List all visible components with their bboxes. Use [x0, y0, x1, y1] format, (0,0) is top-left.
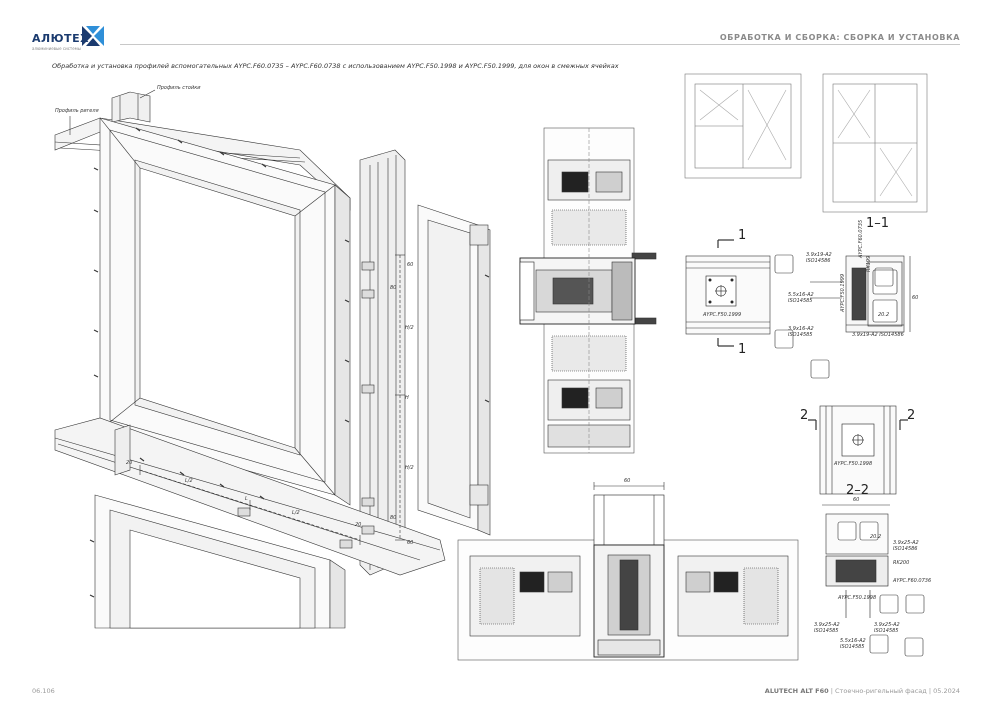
section-2-detail — [808, 405, 908, 495]
part-f50-1999-b: AYPC.F50.1999 — [840, 273, 846, 312]
screw-h: 5.5x16-A2 ISO14585 — [840, 638, 866, 650]
dim-20-a: 20 — [126, 460, 133, 466]
section-2-title: 2–2 — [846, 483, 870, 498]
part-rk200: RK200 — [893, 560, 910, 566]
dim-l-half-right: L/2 — [292, 510, 300, 516]
screw-b: 5.5x16-A2 ISO14585 — [788, 292, 814, 304]
screw-d: 3.9x19-A2 ISO14586 — [852, 332, 904, 338]
part-rk199: RK199 — [866, 255, 872, 272]
section-2-mark-left: 2 — [800, 408, 809, 423]
part-f50-1998-b: AYPC.F50.1998 — [838, 595, 877, 601]
footer-sep: | — [830, 687, 833, 695]
dim-60-s2: 60 — [853, 497, 860, 503]
dim-20-2-s1: 20.2 — [878, 312, 890, 318]
dim-20-2-s2: 20.2 — [870, 534, 882, 540]
header-divider — [120, 44, 960, 45]
section-1-mark-top: 1 — [738, 228, 747, 243]
section-2-cross — [822, 504, 925, 657]
dim-20-b: 20 — [355, 522, 362, 528]
footer-brand: ALUTECH ALT F60 — [764, 687, 829, 695]
section-title: ОБРАБОТКА И СБОРКА: СБОРКА И УСТАНОВКА — [719, 33, 960, 42]
part-f60-0735: AYPC.F60.0735 — [858, 219, 864, 258]
footer-date: 05.2024 — [933, 687, 960, 695]
screw-e: 3.9x25-A2 ISO14586 — [893, 540, 919, 552]
dim-h-half-bottom: H/2 — [405, 465, 414, 471]
logo-mark-icon — [82, 26, 104, 46]
section-2-mark-right: 2 — [907, 408, 916, 423]
dim-l-half-left: L/2 — [185, 478, 193, 484]
page-number: 06.106 — [32, 687, 55, 695]
dim-80-b: 80 — [390, 515, 397, 521]
section-1-cross — [774, 254, 911, 379]
dim-60-a: 60 — [407, 262, 414, 268]
isometric-assembly — [54, 89, 491, 629]
footer-info: ALUTECH ALT F60 | Стоечно-ригельный фаса… — [765, 687, 960, 695]
post-profile-label: Профиль стойки — [157, 85, 201, 91]
part-f60-0736: AYPC.F60.0736 — [893, 578, 932, 584]
horizontal-section — [457, 482, 799, 661]
section-1-mark-bottom: 1 — [738, 342, 747, 357]
dim-h-half-top: H/2 — [405, 325, 414, 331]
screw-f: 3.9x25-A2 ISO14585 — [814, 622, 840, 634]
dim-80-a: 80 — [390, 285, 397, 291]
dim-60-s1: 60 — [912, 295, 919, 301]
dim-60-b: 60 — [407, 540, 414, 546]
section-1-detail — [685, 239, 771, 347]
dim-h: H — [405, 395, 409, 401]
part-f50-1999: AYPC.F50.1999 — [703, 312, 742, 318]
footer-doc: Стоечно-ригельный фасад — [835, 687, 927, 695]
screw-c: 3.9x16-A2 ISO14585 — [788, 326, 814, 338]
logo-text: АЛЮТЕХ — [32, 32, 90, 45]
dim-l: L — [245, 496, 248, 502]
footer-sep-2: | — [928, 687, 932, 695]
screw-g: 3.9x25-A2 ISO14585 — [874, 622, 900, 634]
transom-profile-label: Профиль ригеля — [55, 108, 99, 114]
vertical-section — [519, 127, 657, 454]
screw-a: 3.9x19-A2 ISO14586 — [806, 252, 832, 264]
elevation-thumbnails — [684, 73, 928, 213]
part-f50-1998: AYPC.F50.1998 — [834, 461, 873, 467]
logo-subtitle: алюминиевые системы — [32, 46, 81, 51]
dim-60-top: 60 — [624, 478, 631, 484]
section-1-title: 1–1 — [866, 216, 890, 231]
figure-caption: Обработка и установка профилей вспомогат… — [52, 62, 619, 70]
